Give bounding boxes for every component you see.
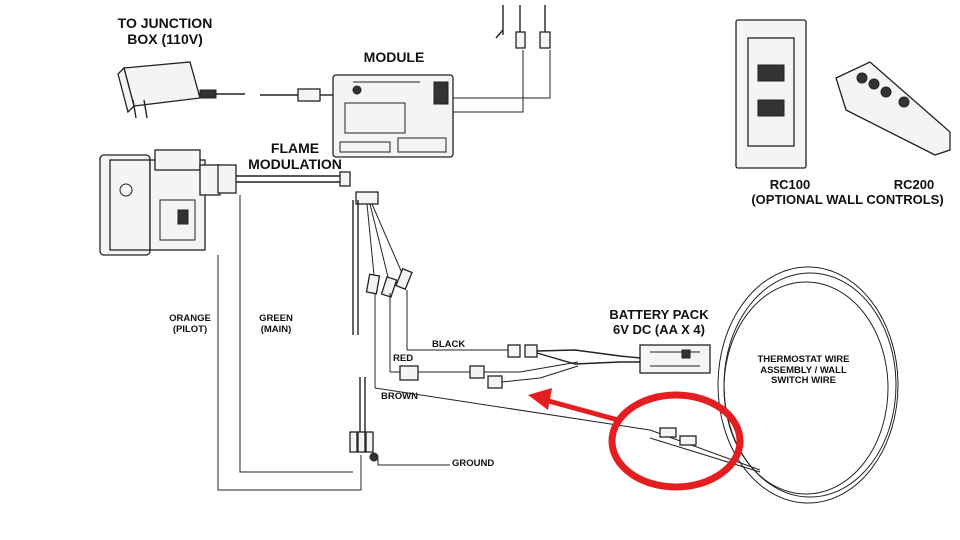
module-box [332,74,454,158]
label-module: MODULE [363,49,425,65]
rc100-wall-control [735,19,807,169]
highlight-annotation [528,388,744,491]
gas-valve [99,149,221,256]
wire-harness [352,191,413,388]
top-connectors [495,5,551,49]
battery-pack [639,344,711,374]
label-optional-wall-controls: (OPTIONAL WALL CONTROLS) [751,192,944,207]
flame-modulation-plug [217,164,237,194]
label-black: BLACK [432,339,466,350]
label-rc200: RC200 [893,177,935,192]
label-green-main: GREEN(MAIN) [259,313,293,335]
ac-adapter [117,61,245,119]
thermostat-wire-coil [649,266,899,504]
lower-harness [349,377,379,462]
label-rc100: RC100 [769,177,811,192]
label-orange-pilot: ORANGE(PILOT) [169,313,211,335]
label-ground: GROUND [452,458,495,469]
label-brown: BROWN [381,391,418,402]
label-red: RED [393,353,414,364]
rc200-remote [835,61,951,156]
adapter-plug [297,88,321,102]
red-connector [399,365,419,381]
